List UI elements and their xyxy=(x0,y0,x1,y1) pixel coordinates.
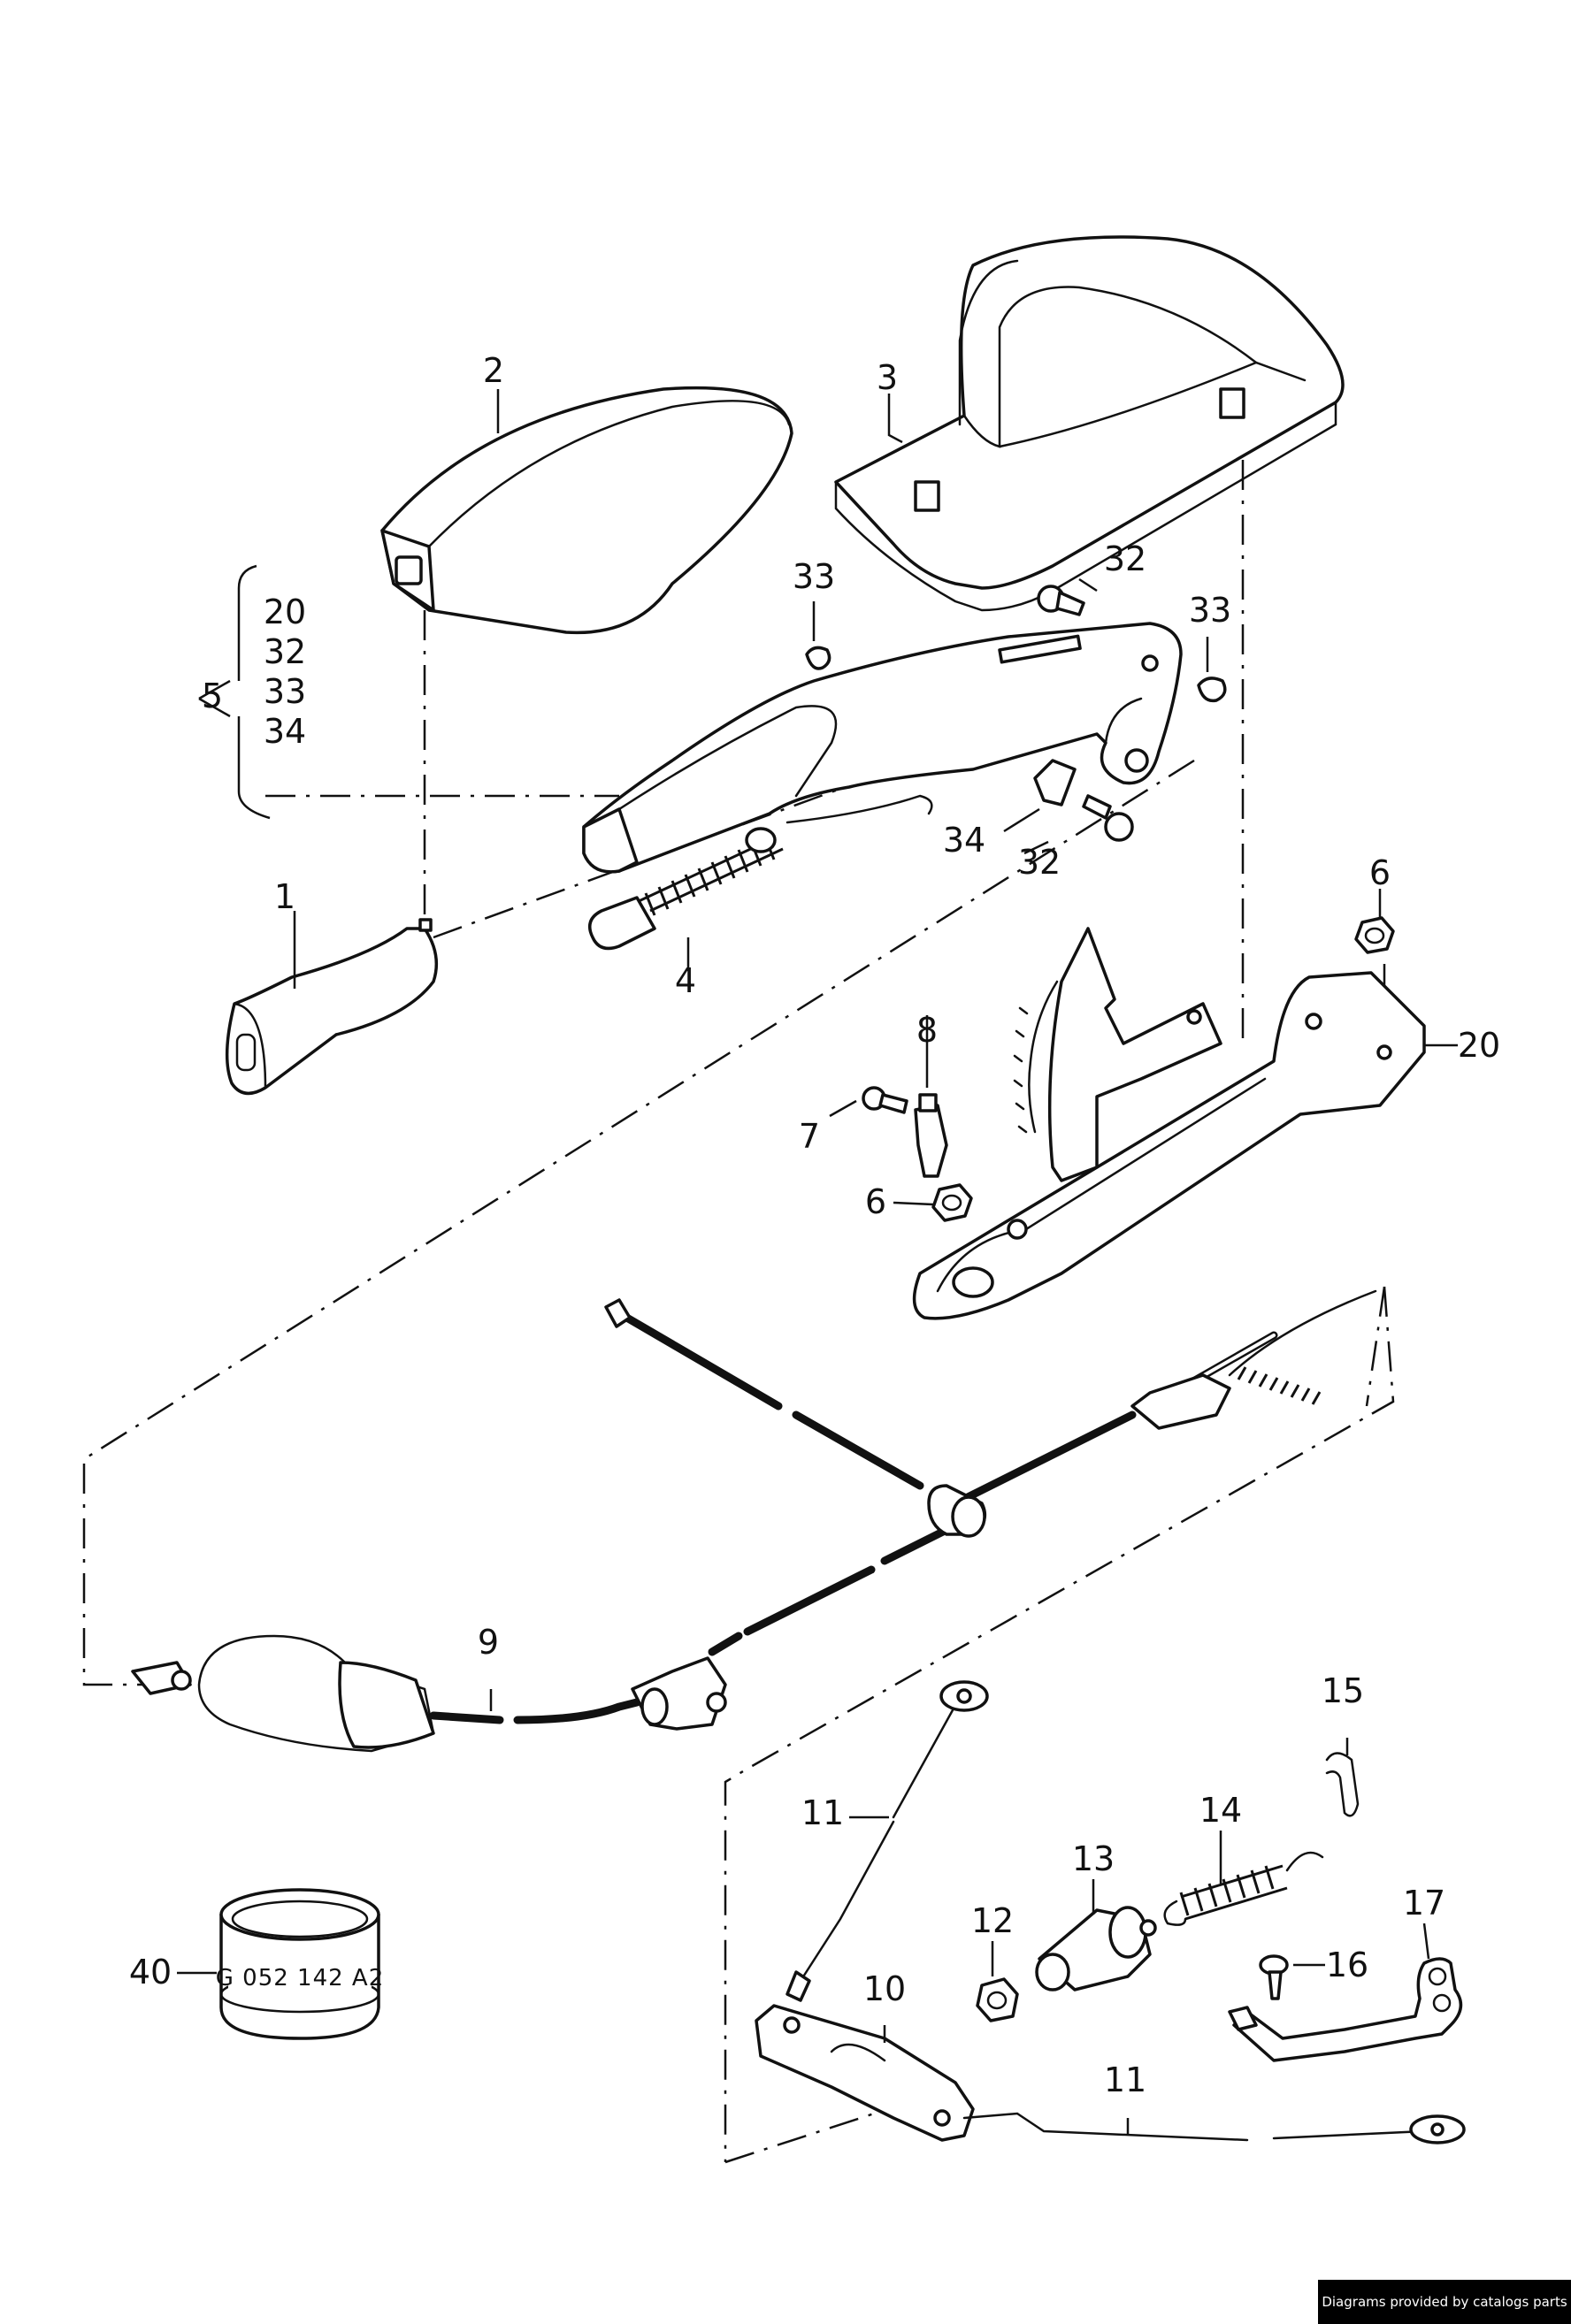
callout-13: 13 xyxy=(1072,1839,1115,1878)
callout-2: 2 xyxy=(483,351,504,390)
callout-16: 16 xyxy=(1326,1946,1368,1984)
part-20-mounting-bracket xyxy=(912,927,1426,1320)
leader-lines xyxy=(177,389,1458,2136)
part-1-handle-grip xyxy=(225,918,439,1096)
callout-17: 17 xyxy=(1403,1884,1445,1923)
hardware-nut-6-top xyxy=(1354,916,1395,954)
callout-9: 9 xyxy=(478,1623,499,1662)
part-3-console-cover xyxy=(834,235,1345,612)
callout-5-sub-33: 33 xyxy=(264,672,306,711)
callout-11-lower: 11 xyxy=(1104,2060,1146,2099)
hardware-bolt-7 xyxy=(862,1086,908,1114)
part-17-bracket-plate xyxy=(1228,1957,1463,2062)
part-2-grip-cover xyxy=(380,386,793,635)
callout-33-left: 33 xyxy=(793,557,835,596)
part-14-tension-spring xyxy=(1163,1851,1324,1926)
callout-5-sub-20: 20 xyxy=(264,592,306,631)
callout-5-sub-34: 34 xyxy=(264,712,306,751)
callout-7: 7 xyxy=(799,1117,820,1156)
part-9-brake-cables xyxy=(131,1289,1377,1753)
callout-6-lower: 6 xyxy=(865,1182,886,1221)
credit-banner: Diagrams provided by catalogs parts xyxy=(1318,2280,1571,2324)
part-40-marking-text: G 052 142 A2 xyxy=(216,1965,385,1991)
callout-3: 3 xyxy=(877,358,898,397)
callout-11-upper: 11 xyxy=(801,1793,844,1832)
hardware-clip-33-right xyxy=(1197,677,1227,703)
part-12-nut xyxy=(976,1977,1019,2022)
callout-6-top: 6 xyxy=(1369,853,1391,892)
hardware-bolt-32-lower xyxy=(1082,794,1134,842)
callout-8: 8 xyxy=(916,1011,938,1050)
callout-14: 14 xyxy=(1199,1791,1242,1830)
callout-5-sub-32: 32 xyxy=(264,632,306,671)
part-13-adjuster-sleeve xyxy=(1035,1906,1157,1991)
callout-20: 20 xyxy=(1458,1026,1500,1065)
part-10-equalizer-plate xyxy=(755,2004,975,2142)
hardware-clip-33-left xyxy=(805,646,831,670)
callout-10: 10 xyxy=(863,1969,906,2008)
part-5-handbrake-lever xyxy=(582,622,1183,874)
callout-1: 1 xyxy=(274,877,295,916)
part-11-connecting-rods xyxy=(786,1680,1466,2144)
callout-4: 4 xyxy=(675,961,696,1000)
callout-32-lower: 32 xyxy=(1018,843,1061,882)
hardware-clamp-8 xyxy=(914,1093,948,1178)
callout-33-right: 33 xyxy=(1189,591,1231,630)
callout-12: 12 xyxy=(971,1901,1014,1940)
hardware-nut-6-lower xyxy=(931,1183,973,1222)
callout-15: 15 xyxy=(1322,1671,1364,1710)
hardware-plate-34 xyxy=(1033,759,1077,807)
part-4-release-rod xyxy=(587,827,784,951)
part-16-rivet xyxy=(1259,1954,1289,2000)
part-40-sleeve-ring: G 052 142 A2 xyxy=(216,1888,385,2040)
part-15-hook xyxy=(1325,1752,1360,1817)
callout-5: 5 xyxy=(202,677,223,715)
callout-labels: 1 2 3 4 5 20 32 33 34 6 6 7 8 9 10 11 11… xyxy=(129,351,1500,2099)
callout-40: 40 xyxy=(129,1953,172,1991)
hardware-bolt-32-upper xyxy=(1037,585,1085,616)
callout-34: 34 xyxy=(943,821,985,860)
callout-32-upper: 32 xyxy=(1104,539,1146,578)
